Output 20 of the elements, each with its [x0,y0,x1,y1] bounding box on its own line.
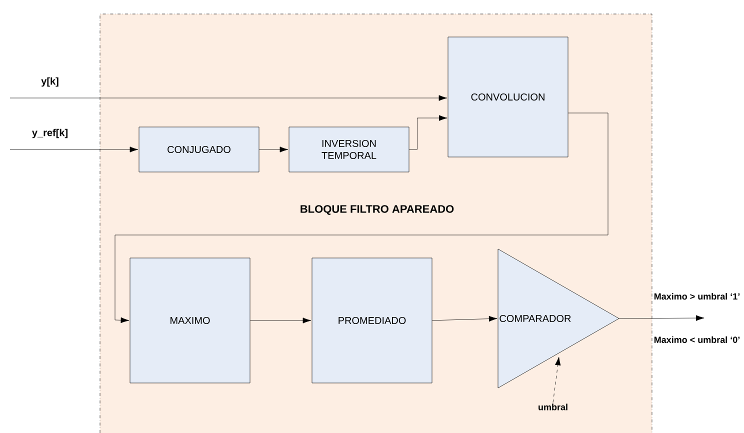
arrow [250,318,312,324]
arrow [10,146,138,152]
process-box: CONVOLUCION [448,36,568,158]
output-label: Maximo < umbral ‘0’ [654,336,740,343]
arrow [618,315,704,321]
process-box: INVERSION TEMPORAL [288,126,410,172]
edge-label: y_ref[k] [32,128,68,138]
output-label: Maximo > umbral ‘1’ [654,293,740,300]
arrow [10,95,448,101]
arrow [114,112,608,324]
input-label: umbral [538,404,568,410]
process-box: PROMEDIADO [312,258,432,384]
arrow [409,115,448,150]
process-box: CONJUGADO [138,126,260,172]
comparator-triangle: COMPARADOR [498,248,620,388]
edge-label: y[k] [41,77,58,87]
arrow [259,146,288,152]
arrow [552,356,561,403]
arrow [432,316,498,322]
process-box: MAXIMO [130,258,250,384]
